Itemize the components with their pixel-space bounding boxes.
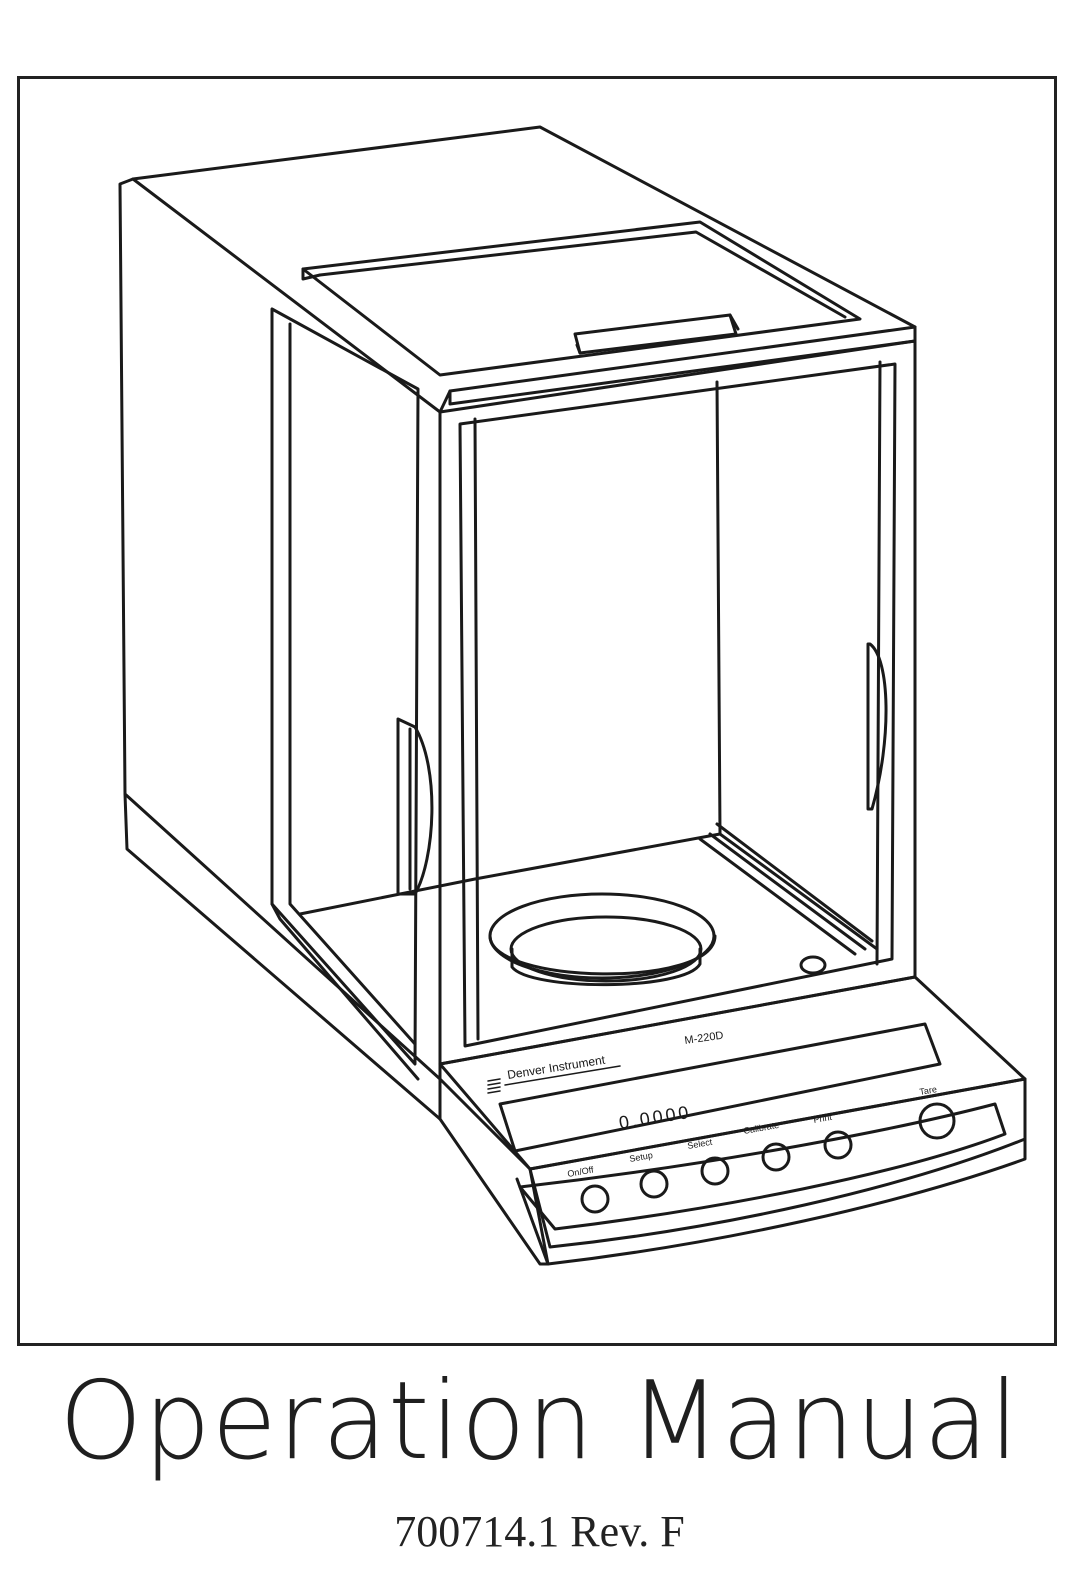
select-key <box>700 1156 730 1186</box>
inner-back-edge <box>715 380 722 836</box>
tare-key <box>918 1102 956 1140</box>
print-key <box>823 1130 853 1160</box>
model-label: M-220D <box>684 1030 724 1047</box>
left-door-handle <box>396 717 434 896</box>
document-number: 700714.1 Rev. F <box>394 1507 685 1556</box>
front-glass <box>458 362 897 1048</box>
analytical-balance-illustration: Denver Instrument M-220D 0.0000 On/Off S… <box>118 125 1027 1266</box>
setup-key <box>639 1169 669 1199</box>
calibrate-key <box>761 1142 791 1172</box>
right-door-handle <box>866 642 888 811</box>
setup-label: Setup <box>629 1150 654 1164</box>
housing-top-edge <box>448 325 917 406</box>
brand-logo-mark <box>487 1078 501 1094</box>
display-window <box>498 1022 942 1153</box>
on-off-label: On/Off <box>567 1164 595 1179</box>
control-panel-front <box>528 1077 1027 1249</box>
top-glass-panel <box>301 220 862 377</box>
housing-left-base <box>123 792 442 1121</box>
level-indicator <box>799 955 827 975</box>
print-label: Print <box>813 1112 833 1125</box>
keypad-recess <box>518 1102 1007 1231</box>
illustration-frame: Denver Instrument M-220D 0.0000 On/Off S… <box>17 76 1057 1346</box>
left-side-door <box>270 307 420 1066</box>
tare-label: Tare <box>919 1084 938 1097</box>
manual-title: Operation Manual <box>59 1359 1020 1484</box>
calibrate-label: Calibrate <box>743 1120 780 1136</box>
select-label: Select <box>687 1137 714 1151</box>
display-readout: 0.0000 <box>617 1102 692 1133</box>
on-off-key <box>580 1184 610 1214</box>
brand-label: Denver Instrument <box>506 1053 606 1082</box>
